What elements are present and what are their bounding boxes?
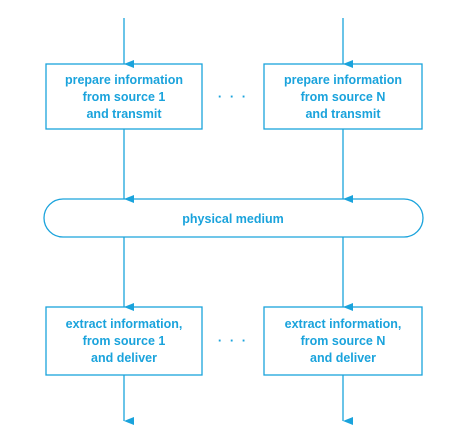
- prepare-box-1-line-3: and transmit: [86, 107, 162, 121]
- extract-box-source-1: extract information, from source 1 and d…: [45, 306, 203, 376]
- prepare-box-n-line-1: prepare information: [284, 73, 402, 87]
- physical-medium-label: physical medium: [182, 212, 283, 226]
- bottom-ellipsis: · · ·: [218, 333, 248, 348]
- prepare-box-n-line-3: and transmit: [305, 107, 381, 121]
- prepare-box-1-line-2: from source 1: [83, 90, 166, 104]
- top-ellipsis: · · ·: [218, 89, 248, 104]
- extract-box-n-line-1: extract information,: [285, 317, 402, 331]
- physical-medium-bar: physical medium: [43, 198, 424, 238]
- extract-box-1-line-1: extract information,: [66, 317, 183, 331]
- extract-box-source-n: extract information, from source N and d…: [263, 306, 423, 376]
- extract-box-1-line-2: from source 1: [83, 334, 166, 348]
- prepare-box-1-line-1: prepare information: [65, 73, 183, 87]
- prepare-box-n-line-2: from source N: [301, 90, 386, 104]
- extract-box-1-line-3: and deliver: [91, 351, 157, 365]
- prepare-box-source-1: prepare information from source 1 and tr…: [45, 63, 203, 130]
- prepare-box-source-n: prepare information from source N and tr…: [263, 63, 423, 130]
- extract-box-n-line-2: from source N: [301, 334, 386, 348]
- extract-box-n-line-3: and deliver: [310, 351, 376, 365]
